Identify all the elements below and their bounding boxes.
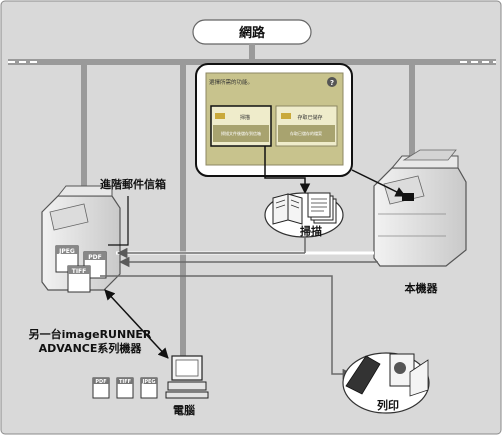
main-machine-panel [402, 193, 414, 201]
drop-other-device [81, 62, 87, 200]
advanced-box-label: 進階郵件信箱 [100, 177, 166, 191]
computer-icon [165, 355, 209, 399]
other-device-line2: ADVANCE系列機器 [39, 341, 143, 355]
screen-button-2-desc: 存取已儲存的檔案 [290, 130, 322, 136]
advanced-box-pointer [108, 196, 129, 246]
book-icon [272, 193, 303, 225]
help-icon-glyph: ? [330, 79, 334, 87]
screen-button-2-title: 存取已儲存 [297, 114, 322, 121]
drop-computer [180, 62, 186, 362]
printed-sheet-icon [409, 359, 429, 397]
screen-to-scan-arrow [264, 146, 311, 195]
computer-file-icons: PDF TIFF JPEG [92, 377, 158, 399]
device-computer-arrow [104, 289, 169, 359]
touch-panel-callout: 選擇所需的功能。 ? 掃描 掃描文件後儲存到信箱 存取已儲存 存取已儲存的檔案 [195, 63, 353, 177]
screen-button-1-desc-bg [213, 125, 269, 142]
screen-access-button[interactable]: 存取已儲存 存取已儲存的檔案 [275, 105, 338, 147]
scan-group: 掃描 [264, 192, 344, 238]
screen-title: 選擇所需的功能。 [209, 78, 253, 86]
network-pill: 網路 [192, 19, 312, 45]
screen-scan-button[interactable]: 掃描 掃描文件後儲存到信箱 [210, 105, 272, 147]
help-icon[interactable] [327, 77, 337, 87]
network-label: 網路 [239, 25, 266, 41]
network-bus [8, 59, 496, 362]
screen-button-1-title: 掃描 [240, 114, 250, 121]
mailbox-file-docs: JPEG PDF TIFF [55, 245, 107, 293]
screen-button-2-desc-bg [278, 125, 335, 142]
scan-label: 掃描 [300, 224, 322, 238]
doc-tiff-tag: TIFF [72, 268, 87, 275]
machine-label: 本機器 [405, 281, 439, 295]
pill-connector [249, 44, 255, 59]
pc-pdf-tag: PDF [95, 379, 106, 385]
computer-label: 電腦 [173, 403, 195, 417]
other-device-line1: 另一台imageRUNNER [29, 327, 152, 341]
box-to-print-arrow [100, 275, 354, 380]
drop-machine [409, 62, 415, 162]
access-folder-icon [281, 113, 291, 119]
print-group: 列印 [342, 352, 430, 414]
screen-button-1-desc: 掃描文件後儲存到信箱 [221, 130, 261, 136]
scan-folder-icon [215, 113, 225, 119]
pc-tiff-tag: TIFF [119, 379, 131, 385]
pc-jpeg-tag: JPEG [141, 379, 155, 385]
print-label: 列印 [377, 398, 399, 412]
doc-pdf-tag: PDF [88, 254, 101, 261]
doc-jpeg-tag: JPEG [58, 248, 75, 255]
printed-photo-icon [345, 355, 381, 395]
callout-pointer [351, 169, 406, 197]
document-stack-icon [307, 192, 337, 224]
